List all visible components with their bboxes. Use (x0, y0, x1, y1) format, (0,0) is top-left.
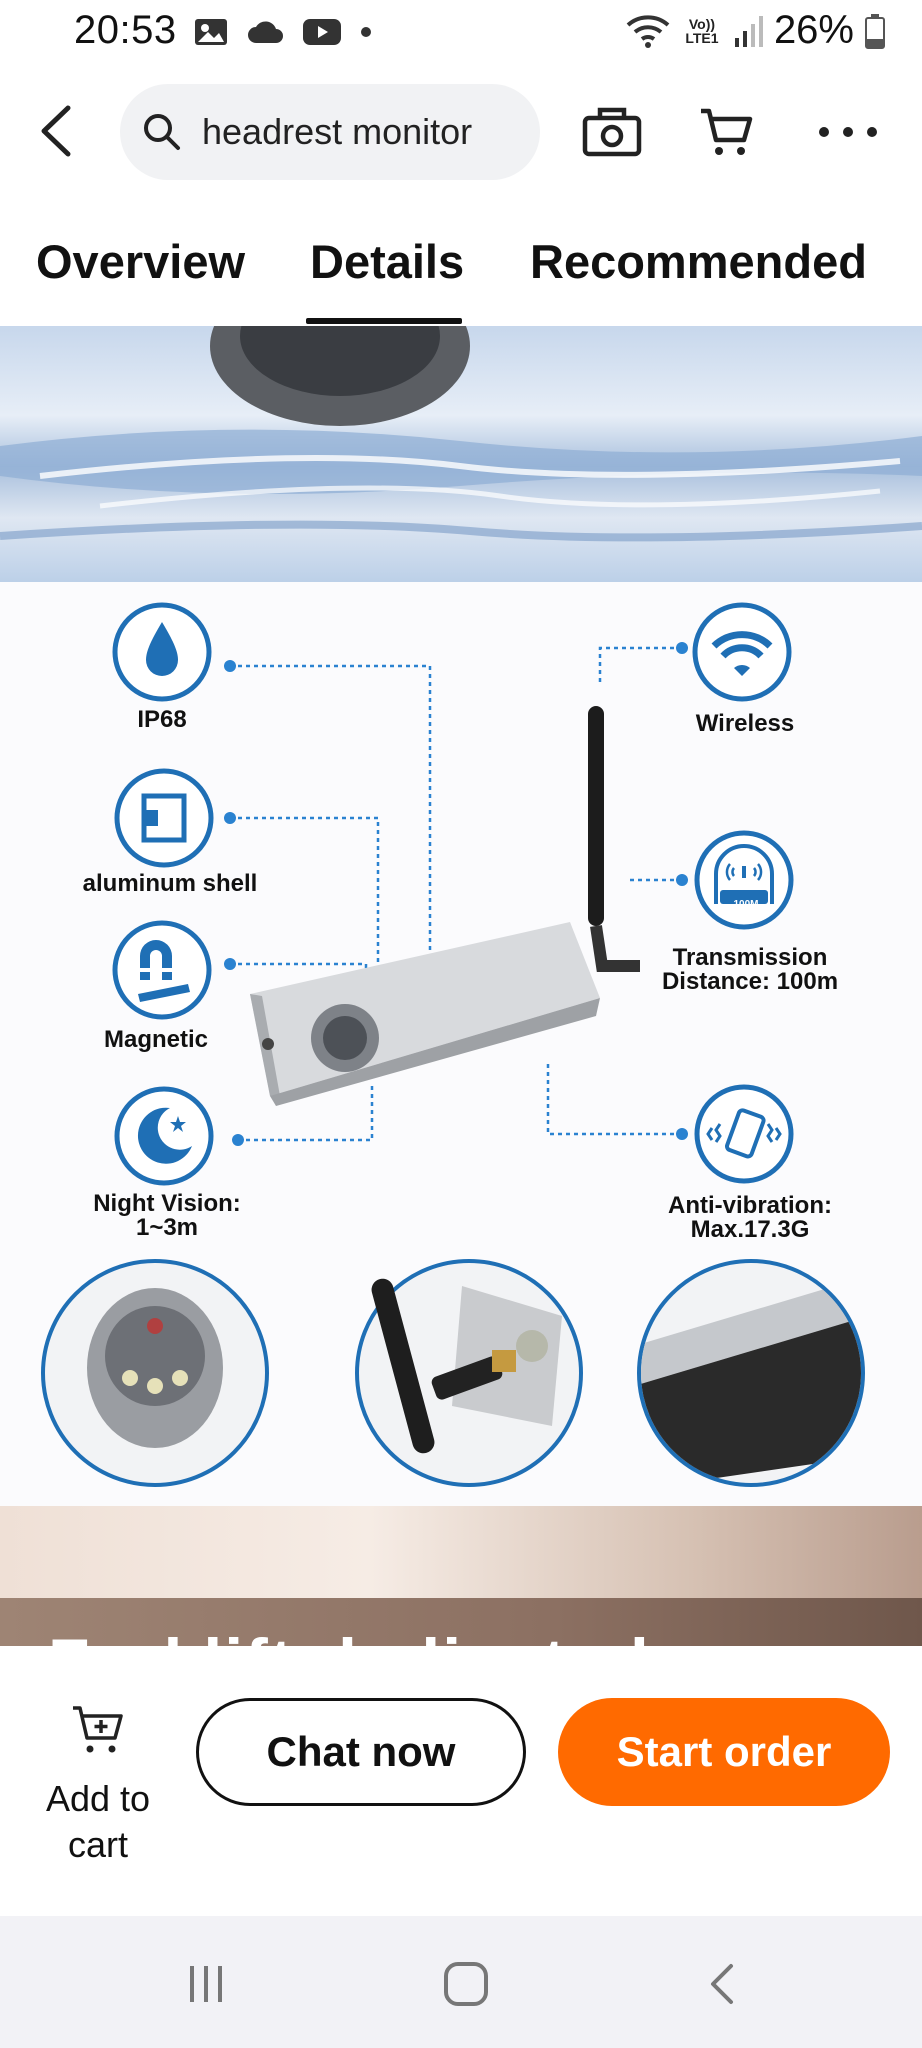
status-bar: 20:53 Vo)) LTE1 26% (0, 0, 922, 66)
home-button[interactable] (436, 1956, 496, 2012)
battery-percent: 26% (773, 8, 854, 52)
transmission-line2: Distance: 100m (661, 968, 839, 995)
wifi-icon (692, 602, 792, 702)
antenna-image (588, 706, 604, 926)
dot-icon (361, 27, 371, 37)
system-nav-bar (0, 1916, 922, 2048)
magnet-icon (112, 920, 212, 1020)
tab-recommended[interactable]: Recommended (530, 235, 867, 288)
water-drop-icon (112, 602, 212, 702)
camera-search-button[interactable] (580, 100, 644, 164)
cloud-icon (248, 21, 283, 43)
wifi-icon (626, 14, 670, 48)
feature-transmission-label: Transmission Distance: 100m (640, 946, 860, 994)
add-to-cart-line2: cart (67, 1824, 128, 1865)
shell-icon (114, 768, 214, 868)
back-button[interactable] (28, 98, 84, 164)
next-banner-dark-band (0, 1598, 922, 1646)
transmission-line1: Transmission (672, 944, 828, 971)
feature-anti-vibration-label: Anti-vibration: Max.17.3G (650, 1194, 850, 1242)
rubber-strip-closeup-image (637, 1259, 865, 1487)
antenna-connector-closeup-image (355, 1259, 583, 1487)
search-query: headrest monitor (202, 111, 473, 152)
system-status: Vo)) LTE1 26% (626, 8, 886, 53)
tab-details[interactable]: Details (310, 235, 465, 288)
add-to-cart-line1: Add to (45, 1778, 151, 1819)
chat-now-button[interactable]: Chat now (196, 1698, 526, 1806)
anti-vibration-line1: Anti-vibration: (668, 1192, 832, 1219)
camera-icon (582, 107, 642, 157)
cart-button[interactable] (694, 100, 758, 164)
network-label: Vo)) LTE1 (685, 15, 719, 46)
feature-wireless-label: Wireless (695, 710, 795, 737)
section-tabs: Overview Details Recommended (0, 222, 922, 326)
start-order-button[interactable]: Start order (558, 1698, 890, 1806)
gallery-icon (195, 19, 227, 45)
more-dots-icon (819, 127, 877, 137)
system-back-button[interactable] (692, 1956, 752, 2012)
top-bar: headrest monitor (0, 78, 922, 184)
feature-shell-label: aluminum shell (82, 870, 258, 897)
signal-icon (734, 15, 763, 47)
anti-vibration-line2: Max.17.3G (690, 1216, 810, 1243)
add-to-cart-label: Add to cart (30, 1776, 166, 1868)
cart-icon (701, 108, 753, 155)
feature-diagram (224, 642, 688, 1146)
feature-magnetic-label: Magnetic (103, 1026, 208, 1053)
home-icon (444, 1962, 488, 2006)
back-arrow-icon (41, 105, 71, 157)
lens-closeup-image (41, 1259, 269, 1487)
status-time: 20:53 (74, 8, 177, 52)
more-options-button[interactable] (812, 100, 884, 164)
notification-icons (194, 18, 372, 46)
next-banner-image: Forklift dedicated (0, 1506, 922, 1701)
recents-icon (190, 1966, 222, 2002)
moon-icon (114, 1086, 214, 1186)
cart-plus-icon (73, 1706, 123, 1753)
camera-body-image (250, 922, 600, 1106)
water-splash-image (0, 326, 922, 582)
battery-icon (865, 13, 885, 49)
back-icon (711, 1964, 733, 2004)
bottom-action-bar: Add to cart Chat now Start order (0, 1646, 922, 1916)
recents-button[interactable] (176, 1956, 236, 2012)
camera-dome-image (0, 326, 922, 542)
tab-overview[interactable]: Overview (36, 235, 246, 288)
vibration-icon (694, 1084, 794, 1184)
router-icon (694, 830, 794, 930)
add-to-cart-button[interactable]: Add to cart (30, 1702, 166, 1892)
search-icon (144, 114, 180, 150)
router-badge-label: 100M (733, 899, 759, 910)
search-input[interactable]: headrest monitor (120, 84, 540, 180)
feature-night-vision-label: Night Vision: 1~3m (72, 1192, 262, 1240)
product-detail-image: IP68 aluminum shell Magnetic Night Visio… (0, 326, 922, 1506)
feature-ip68-label: IP68 (137, 706, 187, 733)
night-vision-line2: 1~3m (135, 1214, 199, 1241)
night-vision-line1: Night Vision: (93, 1190, 241, 1217)
active-tab-indicator (306, 318, 462, 324)
youtube-icon (303, 19, 341, 45)
